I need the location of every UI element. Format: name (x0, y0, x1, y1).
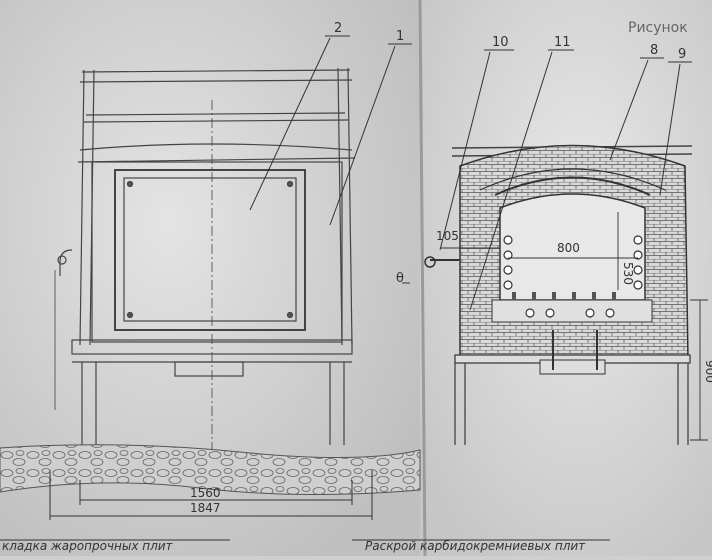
furnace-section-view (424, 144, 693, 445)
callout-1: 1 (396, 29, 404, 44)
callout-8: 8 (650, 43, 658, 58)
dim-1847: 1847 (190, 501, 221, 515)
theta-marker: θ (396, 271, 404, 286)
callout-9: 9 (678, 47, 686, 62)
dim-530: 530 (621, 262, 635, 285)
ground-stones (0, 444, 421, 496)
dim-900: 900 (703, 360, 712, 383)
dim-105: 105 (436, 229, 459, 243)
left-leaders (249, 35, 412, 226)
page-fold (418, 0, 427, 557)
callout-2: 2 (334, 21, 342, 36)
right-leaders (439, 49, 692, 311)
dim-1560: 1560 (190, 486, 221, 500)
left-dimensions (49, 470, 373, 520)
caption-right: Раскрой карбидокремниевых плит (365, 539, 586, 553)
callout-11: 11 (554, 35, 571, 50)
caption-left: кладка жаропрочных плит (2, 539, 174, 553)
dim-800: 800 (557, 241, 580, 255)
callout-10: 10 (492, 35, 509, 50)
figure-title: Рисунок (628, 20, 688, 36)
furnace-front-view (54, 67, 356, 450)
